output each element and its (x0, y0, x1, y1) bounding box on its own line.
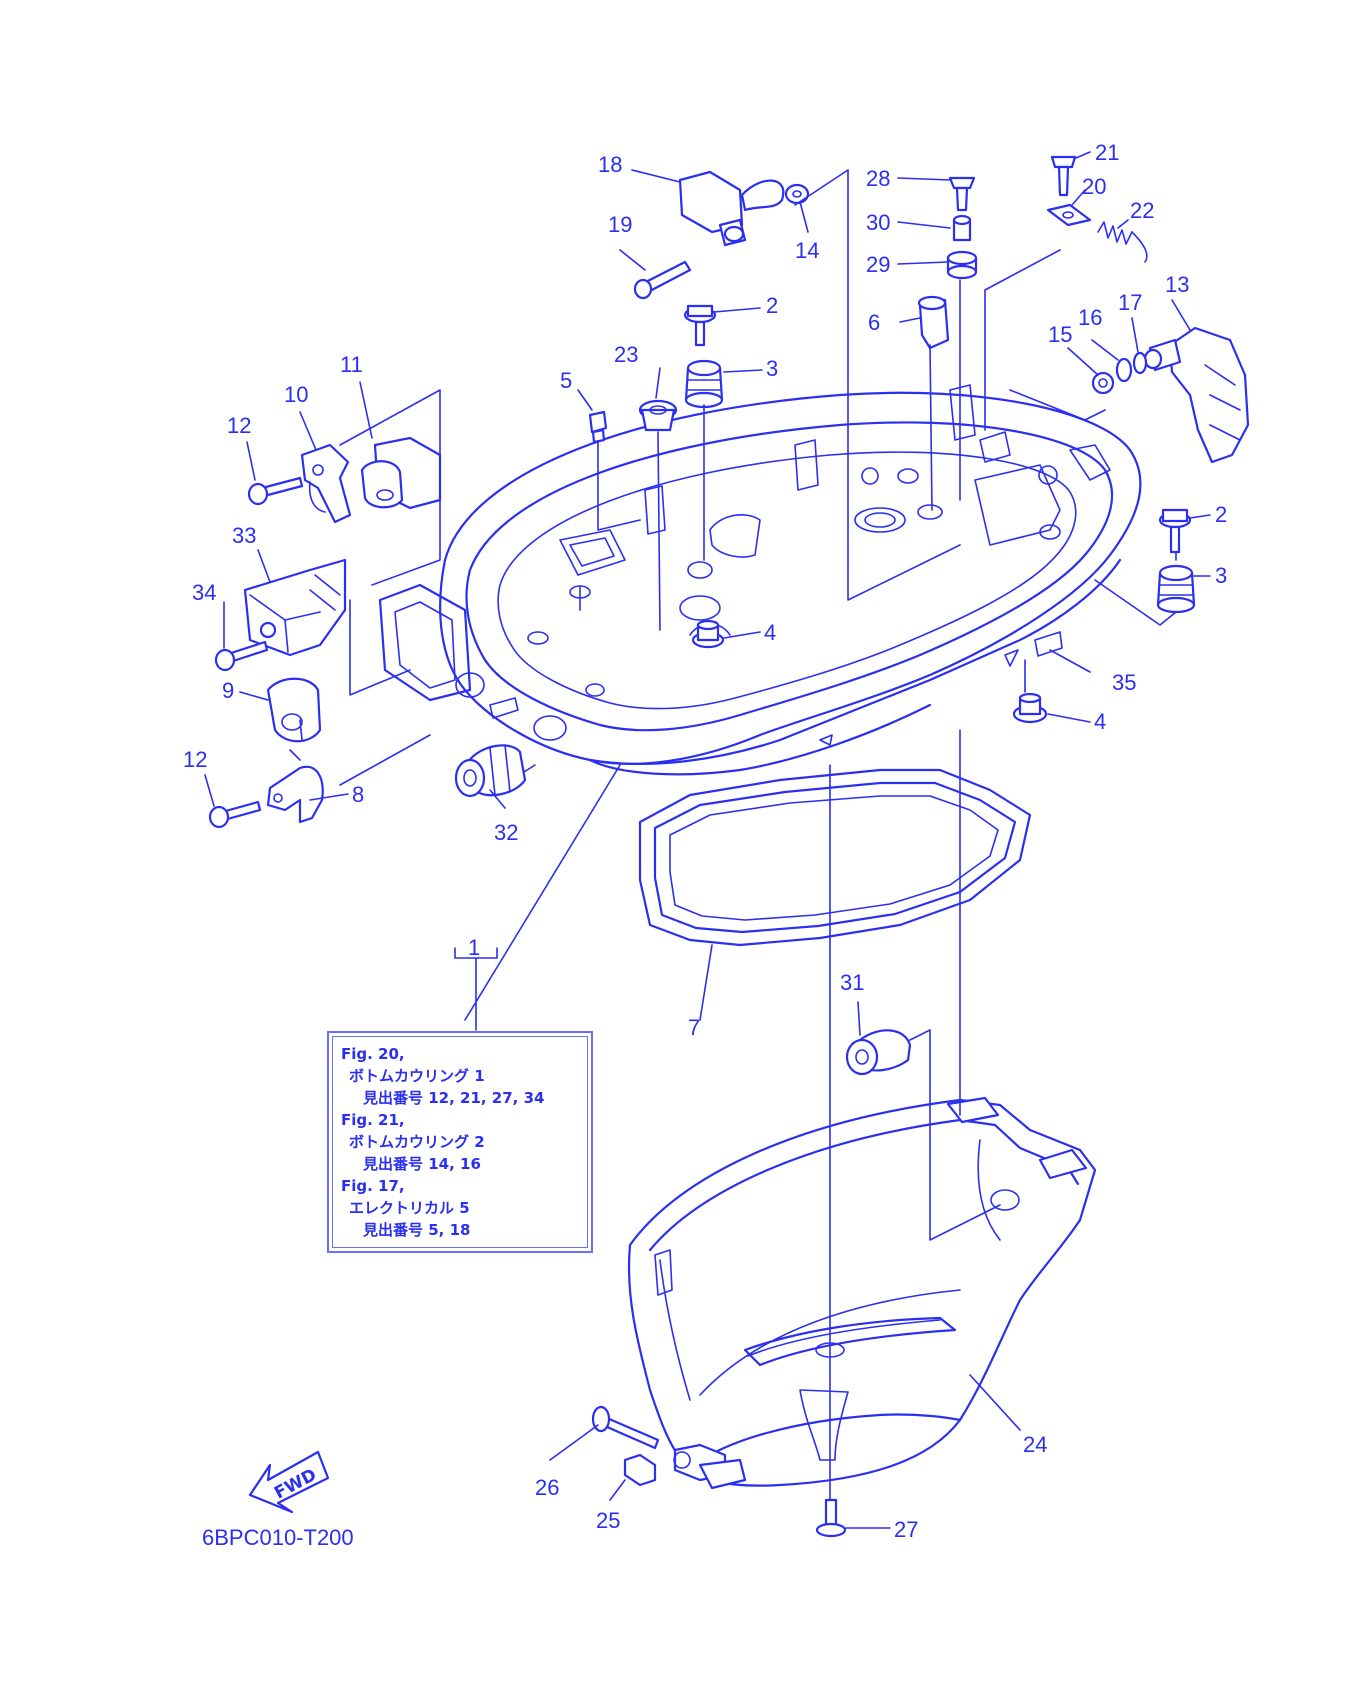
part-bolt-2-top (683, 304, 717, 347)
part-lever-13 (1143, 326, 1250, 464)
label-8: 8 (352, 782, 364, 807)
label-7: 7 (688, 1015, 700, 1040)
note-line-3: 見出番号 12, 21, 27, 34 (363, 1089, 545, 1107)
label-31: 31 (840, 970, 864, 995)
note-line-8: エレクトリカル 5 (349, 1199, 470, 1217)
label-1: 1 (468, 935, 480, 960)
part-screw-21 (1050, 155, 1077, 197)
part-hook-8 (266, 765, 324, 824)
label-12-top: 12 (227, 413, 251, 438)
note-line-6: 見出番号 14, 16 (363, 1155, 481, 1173)
callout-leaders (204, 151, 1211, 1529)
lower-cowling (627, 1096, 1097, 1490)
alignment-lines (289, 169, 1177, 1501)
label-30: 30 (866, 210, 890, 235)
part-grommet-32 (454, 744, 527, 798)
label-35: 35 (1112, 670, 1136, 695)
label-4-outer: 4 (1094, 709, 1106, 734)
label-22: 22 (1130, 198, 1154, 223)
note-line-9: 見出番号 5, 18 (363, 1221, 471, 1239)
part-washer-14 (784, 183, 810, 205)
label-19: 19 (608, 212, 632, 237)
note-line-4: Fig. 21, (341, 1111, 405, 1129)
diagram-code: 6BPC010-T200 (202, 1525, 354, 1550)
part-bolt-19 (633, 260, 692, 300)
label-3-right: 3 (1215, 563, 1227, 588)
part-grommet-31 (845, 1029, 912, 1076)
gasket (638, 768, 1032, 947)
part-fitting-5 (588, 410, 608, 444)
label-23: 23 (614, 342, 638, 367)
part-bolt-12-bottom (208, 800, 262, 829)
part-grommet-4-outer (1012, 692, 1048, 724)
label-14: 14 (795, 238, 819, 263)
part-grommet-6 (917, 295, 950, 350)
label-27: 27 (894, 1517, 918, 1542)
part-screw-27 (815, 1498, 847, 1538)
part-number-labels: 1 2 2 3 3 4 4 5 6 7 8 9 10 11 12 12 13 1… (183, 140, 1227, 1542)
note-line-7: Fig. 17, (341, 1177, 405, 1195)
label-26: 26 (535, 1475, 559, 1500)
label-13: 13 (1165, 272, 1189, 297)
label-6: 6 (868, 310, 880, 335)
fwd-label: FWD (271, 1465, 320, 1504)
part-bolt-26 (591, 1405, 660, 1450)
part-bracket-18 (678, 170, 785, 247)
label-21: 21 (1095, 140, 1119, 165)
label-17: 17 (1118, 290, 1142, 315)
part-washer-17 (1132, 351, 1148, 375)
label-15: 15 (1048, 322, 1072, 347)
label-4-inner: 4 (764, 620, 776, 645)
part-grommet-29 (946, 250, 978, 280)
part-grommet-3-top (684, 359, 724, 409)
label-24: 24 (1023, 1432, 1047, 1457)
reference-note-box: Fig. 20, ボトムカウリング 1 見出番号 12, 21, 27, 34 … (327, 1031, 593, 1253)
note-line-2: ボトムカウリング 1 (349, 1067, 485, 1085)
part-screw-28 (948, 176, 976, 212)
part-collar-30 (952, 214, 972, 242)
label-18: 18 (598, 152, 622, 177)
part-screw-34 (214, 640, 269, 672)
part-washer-16 (1115, 357, 1133, 383)
bottom-cowling (378, 384, 1142, 776)
label-5: 5 (560, 368, 572, 393)
part-bolt-12-top (247, 476, 304, 506)
label-2-right: 2 (1215, 502, 1227, 527)
note-line-5: ボトムカウリング 2 (349, 1133, 485, 1151)
label-28: 28 (866, 166, 890, 191)
label-20: 20 (1082, 174, 1106, 199)
label-16: 16 (1078, 305, 1102, 330)
label-12-bottom: 12 (183, 747, 207, 772)
part-grommet-4-inner (691, 619, 725, 649)
note-box-inner-border (332, 1036, 588, 1248)
part-plate-20 (1046, 203, 1092, 227)
part-nut-15 (1091, 371, 1115, 395)
label-33: 33 (232, 523, 256, 548)
label-25: 25 (596, 1508, 620, 1533)
note-line-1: Fig. 20, (341, 1045, 405, 1063)
part-clip-10 (300, 443, 352, 524)
part-bolt-2-right (1158, 508, 1192, 554)
label-3-top: 3 (766, 356, 778, 381)
label-34: 34 (192, 580, 216, 605)
part-cover-33 (243, 558, 347, 657)
label-9: 9 (222, 678, 234, 703)
label-10: 10 (284, 382, 308, 407)
part-grommet-3-right (1156, 564, 1196, 614)
fwd-arrow-icon: FWD (248, 1450, 330, 1514)
part-spring-22 (1097, 221, 1148, 263)
label-2-top: 2 (766, 293, 778, 318)
part-knob-9 (266, 677, 322, 743)
part-grommet-23 (638, 399, 678, 432)
part-latch-11 (360, 436, 442, 510)
label-11: 11 (340, 352, 363, 377)
part-clip-25 (623, 1453, 657, 1487)
label-32: 32 (494, 820, 518, 845)
label-29: 29 (866, 252, 890, 277)
